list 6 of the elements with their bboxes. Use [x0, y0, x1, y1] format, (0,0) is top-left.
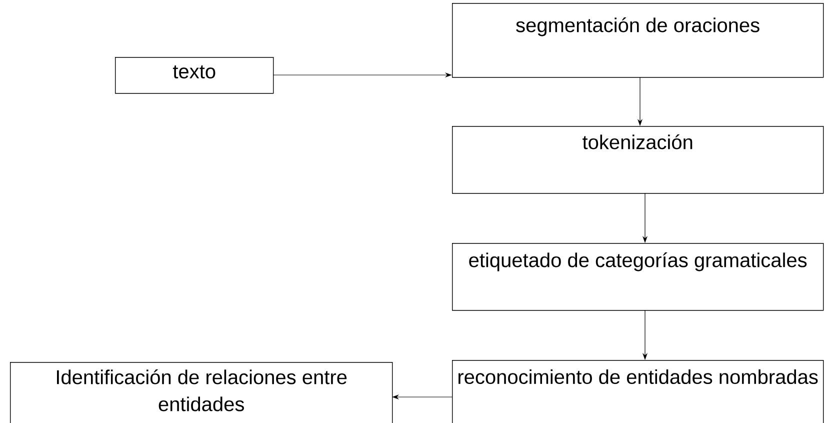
process-box: reconocimiento de entidades nombradas: [452, 360, 824, 423]
process-box: segmentación de oraciones: [452, 3, 824, 78]
process-box: etiquetado de categorías gramaticales: [452, 243, 824, 311]
process-box: texto: [115, 57, 274, 94]
process-box: tokenización: [452, 126, 824, 194]
process-box: Identificación de relaciones entre entidades: [10, 362, 393, 423]
